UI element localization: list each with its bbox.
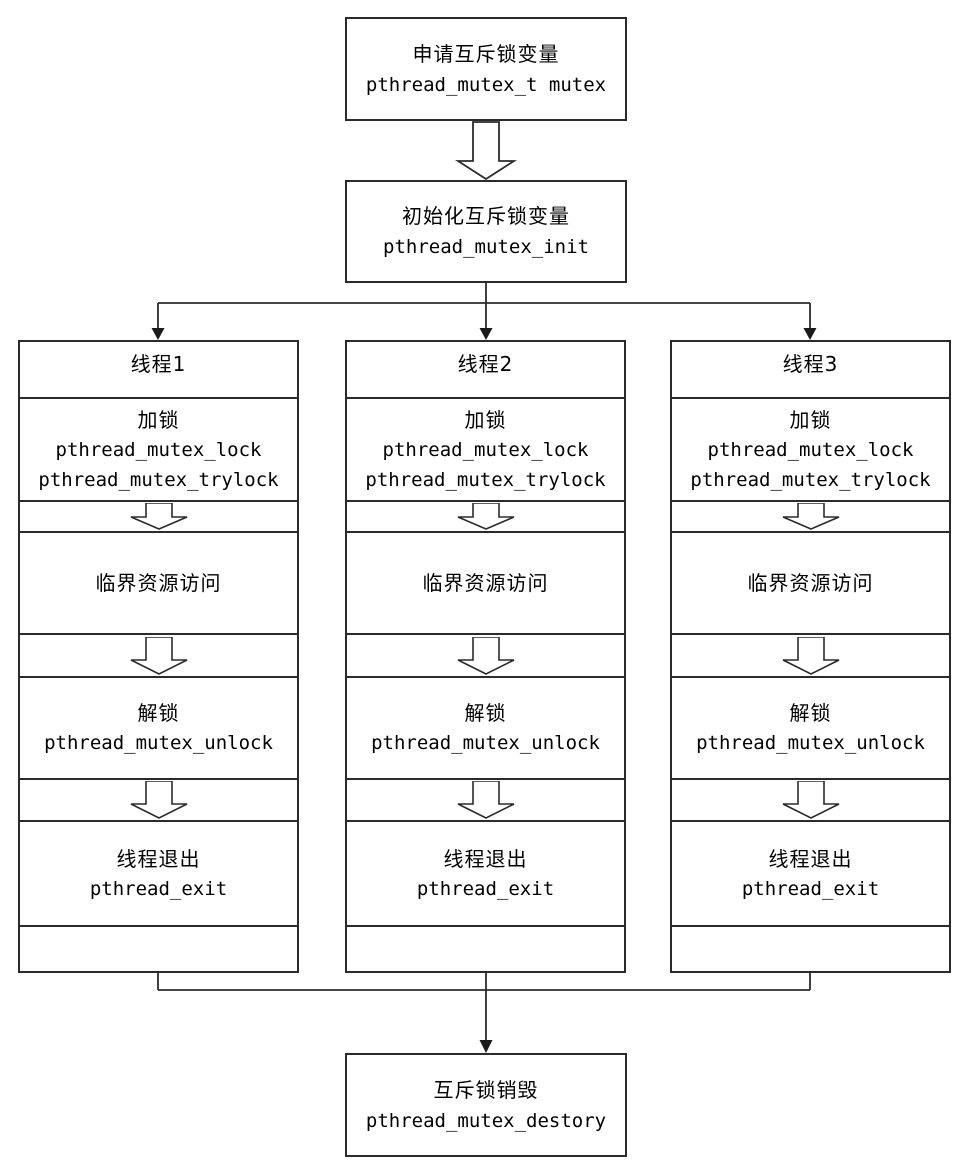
arrow-spacer [347,502,624,533]
down-arrow-icon [130,636,187,675]
thread-column-1: 线程1 加锁 pthread_mutex_lock pthread_mutex_… [18,340,299,973]
exit-step: 线程退出 pthread_exit [672,822,949,927]
unlock-step: 解锁 pthread_mutex_unlock [347,678,624,780]
lock-step: 加锁 pthread_mutex_lock pthread_mutex_tryl… [20,399,297,502]
exit-step-label: 线程退出 [768,846,853,871]
unlock-step-code: pthread_mutex_unlock [696,732,925,754]
lock-step-code2: pthread_mutex_trylock [38,468,279,491]
exit-step-code: pthread_exit [89,877,228,900]
lock-step: 加锁 pthread_mutex_lock pthread_mutex_tryl… [672,399,949,502]
down-arrow-icon [782,781,839,819]
down-arrow-icon [130,503,187,530]
thread-title-label: 线程1 [130,351,187,376]
exit-step-code: pthread_exit [741,877,880,900]
lock-step-label: 加锁 [137,407,180,432]
node-declare-mutex-label: 申请互斥锁变量 [412,41,560,66]
down-arrow-icon [130,781,187,819]
thread-title: 线程3 [672,342,949,399]
unlock-step: 解锁 pthread_mutex_unlock [20,678,297,780]
critical-section-step: 临界资源访问 [347,533,624,635]
unlock-step-code: pthread_mutex_unlock [371,732,600,754]
arrow-spacer [672,780,949,822]
node-destroy-mutex-code: pthread_mutex_destory [365,1109,607,1132]
lock-step: 加锁 pthread_mutex_lock pthread_mutex_tryl… [347,399,624,502]
unlock-step-label: 解锁 [464,701,507,725]
exit-step: 线程退出 pthread_exit [347,822,624,927]
exit-step-code: pthread_exit [416,877,555,900]
node-declare-mutex-code: pthread_mutex_t mutex [365,73,607,96]
unlock-step-label: 解锁 [789,701,832,725]
lock-step-code2: pthread_mutex_trylock [365,468,606,491]
critical-section-label: 临界资源访问 [95,571,222,595]
arrow-spacer [672,635,949,678]
down-arrow-icon [782,503,839,530]
arrow-spacer [347,635,624,678]
unlock-step: 解锁 pthread_mutex_unlock [672,678,949,780]
node-destroy-mutex-label: 互斥锁销毁 [433,1077,539,1102]
down-arrow-icon [782,636,839,675]
thread-title-label: 线程3 [782,351,839,376]
node-init-mutex-code: pthread_mutex_init [383,236,589,258]
merge-connector [157,973,811,1053]
lock-step-code1: pthread_mutex_lock [55,438,262,461]
lock-step-label: 加锁 [464,407,507,432]
arrow-spacer [347,780,624,822]
critical-section-label: 临界资源访问 [747,571,874,595]
empty-row [347,927,624,969]
node-declare-mutex: 申请互斥锁变量 pthread_mutex_t mutex [345,17,627,121]
empty-row [672,927,949,969]
critical-section-label: 临界资源访问 [422,571,549,595]
exit-step: 线程退出 pthread_exit [20,822,297,927]
arrow-spacer [20,635,297,678]
unlock-step-label: 解锁 [137,701,180,725]
down-arrow-icon [457,636,514,675]
thread-title: 线程2 [347,342,624,399]
thread-title: 线程1 [20,342,297,399]
thread-column-3: 线程3 加锁 pthread_mutex_lock pthread_mutex_… [670,340,951,973]
arrow-spacer [20,502,297,533]
down-arrow-icon [457,781,514,819]
unlock-step-code: pthread_mutex_unlock [44,732,273,754]
empty-row [20,927,297,969]
down-arrow-icon [457,503,514,530]
lock-step-code2: pthread_mutex_trylock [690,468,931,491]
branch-connector [151,283,817,340]
arrow-spacer [20,780,297,822]
down-arrow-icon [455,121,517,180]
lock-step-code1: pthread_mutex_lock [707,438,914,461]
exit-step-label: 线程退出 [443,846,528,871]
lock-step-code1: pthread_mutex_lock [382,438,589,461]
node-init-mutex: 初始化互斥锁变量 pthread_mutex_init [345,180,627,283]
exit-step-label: 线程退出 [116,846,201,871]
critical-section-step: 临界资源访问 [672,533,949,635]
lock-step-label: 加锁 [789,407,832,432]
thread-column-2: 线程2 加锁 pthread_mutex_lock pthread_mutex_… [345,340,626,973]
arrow-spacer [672,502,949,533]
critical-section-step: 临界资源访问 [20,533,297,635]
node-init-mutex-label: 初始化互斥锁变量 [402,204,570,228]
thread-title-label: 线程2 [457,351,514,376]
node-destroy-mutex: 互斥锁销毁 pthread_mutex_destory [345,1053,627,1157]
